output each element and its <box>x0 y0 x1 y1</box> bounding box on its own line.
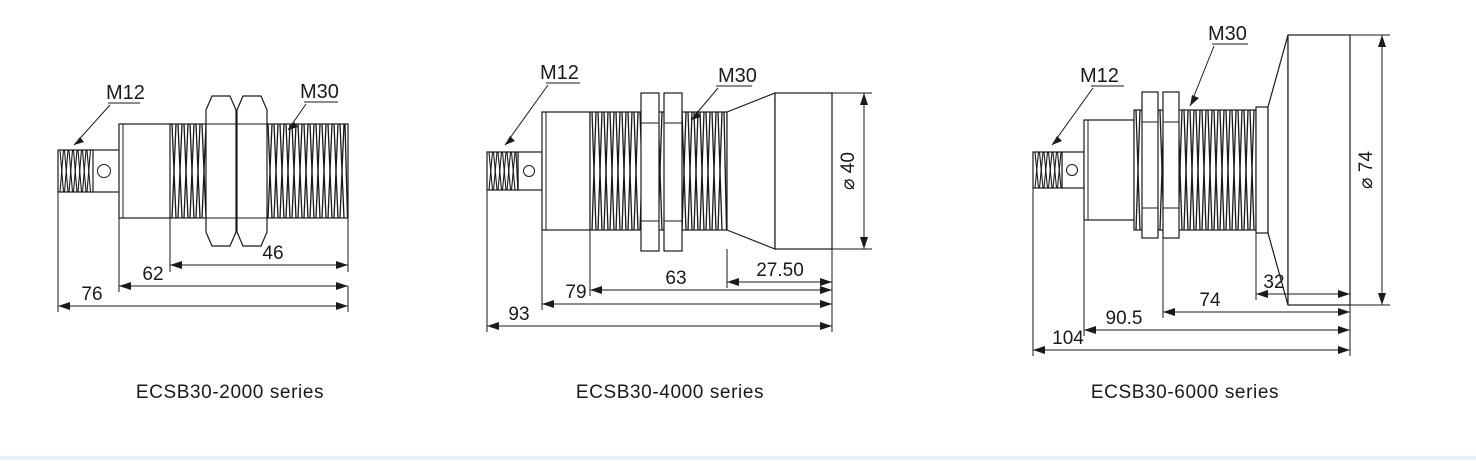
dim-text-79-4000: 79 <box>565 282 586 303</box>
dim-2750-4000 <box>726 249 833 288</box>
m30-leader-2000 <box>287 101 338 131</box>
m12-leader-6000 <box>1051 85 1124 146</box>
m12-connector-2000 <box>57 149 121 193</box>
label-m12-2000: M12 <box>106 82 145 104</box>
hex-nut-pair-4000 <box>640 92 683 252</box>
label-m30-4000: M30 <box>718 65 757 87</box>
m12-connector-4000 <box>486 151 543 191</box>
sensor-body-6000 <box>1083 119 1135 221</box>
caption-ecsb30-4000: ECSB30-4000 series <box>575 382 765 403</box>
dim-104-6000 <box>1032 188 1351 356</box>
caption-ecsb30-2000: ECSB30-2000 series <box>135 382 325 403</box>
dim-text-74-6000: 74 <box>1199 290 1221 311</box>
dim-text-104-6000: 104 <box>1052 328 1084 349</box>
dim-62-2000 <box>118 218 348 292</box>
label-m12-6000: M12 <box>1080 65 1119 87</box>
m12-leader-2000 <box>73 102 140 146</box>
dim-text-76-2000: 76 <box>81 284 102 305</box>
m30-leader-6000 <box>1189 43 1248 107</box>
drawing-ecsb30-4000: M12 M30 ⌀ 40 27.50 <box>486 62 872 332</box>
dim-32-6000 <box>1255 233 1351 305</box>
m12-thread-hatch-2000 <box>59 149 92 193</box>
dim-46-2000 <box>169 218 349 272</box>
dim-74-6000 <box>1162 238 1351 318</box>
sensor-body-4000 <box>541 111 591 231</box>
m30-leader-4000 <box>690 85 752 121</box>
dim-905-6000 <box>1083 220 1351 336</box>
dim-text-46-2000: 46 <box>262 243 283 264</box>
dim-93-4000 <box>486 190 833 332</box>
label-m30-2000: M30 <box>300 81 339 103</box>
dim-text-905-6000: 90.5 <box>1106 308 1143 329</box>
m12-connector-6000 <box>1032 151 1085 189</box>
dim-text-93-4000: 93 <box>508 304 529 325</box>
sensor-head-6000 <box>1255 34 1351 306</box>
dim-text-2750-4000: 27.50 <box>756 260 804 281</box>
m12-thread-hatch-6000 <box>1034 151 1062 189</box>
dim-text-62-2000: 62 <box>142 264 163 285</box>
dim-dia40-4000 <box>832 92 872 250</box>
bottom-divider <box>0 456 1476 460</box>
label-m12-4000: M12 <box>540 62 579 84</box>
drawing-ecsb30-2000: M12 M30 46 62 <box>57 81 349 312</box>
m12-leader-4000 <box>504 82 580 146</box>
hex-nut-pair-6000 <box>1141 91 1180 239</box>
caption-ecsb30-6000: ECSB30-6000 series <box>1090 382 1280 403</box>
dim-text-dia40-4000: ⌀ 40 <box>838 152 859 190</box>
dim-text-32-6000: 32 <box>1263 272 1284 293</box>
sensor-head-4000 <box>726 92 833 250</box>
label-m30-6000: M30 <box>1208 23 1247 45</box>
dim-79-4000 <box>541 230 833 310</box>
m12-thread-hatch-4000 <box>488 151 519 191</box>
dim-text-63-4000: 63 <box>665 268 686 289</box>
sensor-body-2000 <box>118 123 172 219</box>
hex-nut-pair-2000 <box>205 95 268 247</box>
dim-dia74-6000 <box>1350 34 1390 306</box>
drawing-ecsb30-6000: M12 M30 ⌀ 74 32 <box>1032 23 1390 356</box>
dim-text-dia74-6000: ⌀ 74 <box>1356 151 1377 189</box>
dim-76-2000 <box>57 192 349 312</box>
dim-63-4000 <box>589 230 833 296</box>
